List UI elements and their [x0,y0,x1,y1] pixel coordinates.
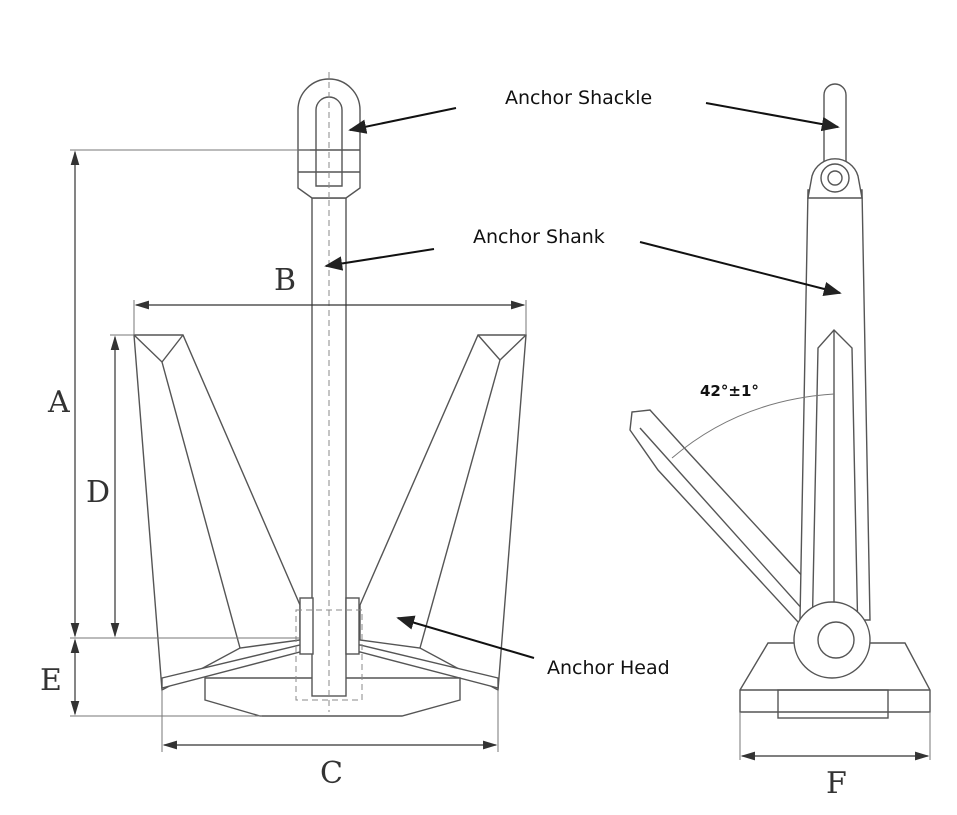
shackle-opening [315,96,343,187]
dim-b-label: B [274,263,296,298]
angle-label: 42°±1° [700,382,759,400]
shank-label: Anchor Shank [473,226,605,248]
side-shackle-pin-inner [827,170,843,186]
head-pin-hidden [295,609,363,701]
left-cheek [299,597,314,655]
side-view: 42°±1° F [629,83,931,801]
side-base-slot [777,689,889,719]
head-label: Anchor Head [547,657,670,679]
dim-f-label: F [826,766,847,801]
head-base [204,677,461,717]
left-fluke-ridge [161,361,241,649]
shank-arrow-front [324,248,435,271]
right-fluke [359,334,527,692]
dim-a-label: A [47,385,70,420]
left-fluke [133,334,301,692]
dim-e-label: E [40,663,62,698]
callouts: Anchor Shackle Anchor Shank Anchor Head [324,87,842,679]
angle-arc [671,393,835,459]
side-hinge-inner [817,621,855,659]
dimension-lines: A D E B C [40,149,527,791]
dim-c-label: C [320,756,343,791]
side-shackle-pin [820,163,850,193]
shackle-label: Anchor Shackle [505,87,652,109]
dim-d-label: D [86,475,110,510]
head-arrow [396,615,535,659]
side-fluke-ridge [639,427,831,641]
front-view [133,72,527,717]
front-shackle [297,78,361,199]
shackle-arrow-front [348,107,457,134]
shackle-arrow-side [705,102,840,132]
right-fluke-ridge [419,359,501,649]
shank-arrow-side [639,241,842,296]
right-cheek [345,597,360,655]
side-fluke-vertical [811,328,859,641]
